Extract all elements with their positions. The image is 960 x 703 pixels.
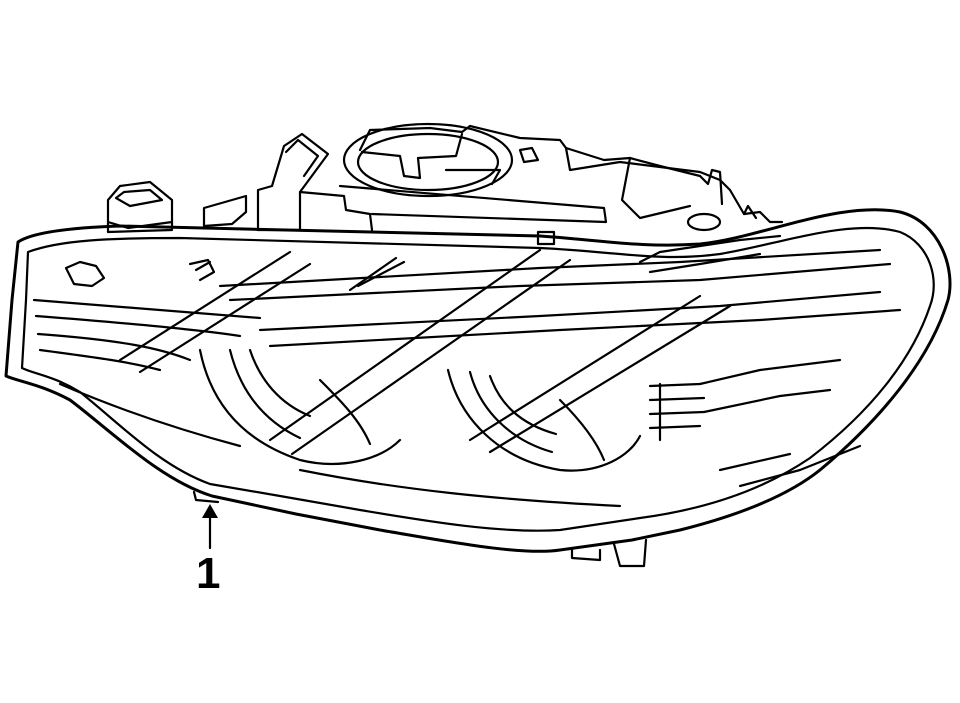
callout-1: 1 [196,504,220,598]
inner-reflector-lines [32,234,902,508]
callout-arrowhead [202,504,218,518]
headlamp-lens-outline [4,208,952,568]
rear-housing [106,122,784,246]
callout-number: 1 [196,549,220,598]
